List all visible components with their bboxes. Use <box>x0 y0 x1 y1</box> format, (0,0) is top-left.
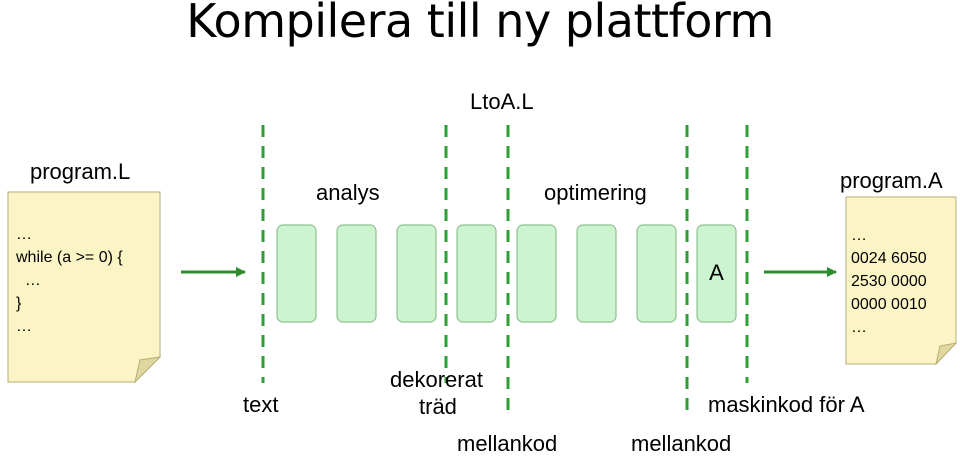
target-file-name: program.A <box>840 168 943 193</box>
pipeline-box-4 <box>456 224 497 323</box>
slide-title: Kompilera till ny plattform <box>186 0 774 48</box>
pipeline-box-6 <box>576 224 617 323</box>
last-box-label: A <box>709 260 724 285</box>
target-code-line: 0000 0010 <box>851 296 927 313</box>
source-document-fold-icon <box>134 356 162 384</box>
target-code-line: 0024 6050 <box>851 250 927 267</box>
label-decorated-tree-line1: dekorerat <box>390 367 483 392</box>
target-code-line: … <box>851 319 867 336</box>
source-code-line: while (a >= 0) { <box>16 249 123 266</box>
pipeline-box-7 <box>636 224 677 323</box>
target-document-fold-icon <box>935 342 958 366</box>
label-intermediate-2: mellankod <box>631 431 732 456</box>
label-text: text <box>243 392 279 417</box>
pipeline-box-2 <box>336 224 377 323</box>
source-code-line: … <box>16 318 32 335</box>
source-code-line: } <box>16 295 22 312</box>
pipeline-box-1 <box>276 224 317 323</box>
compiler-name: LtoA.L <box>470 89 534 114</box>
pipeline-box-3 <box>396 224 437 323</box>
target-code-line: … <box>851 227 867 244</box>
pipeline-box-5 <box>516 224 557 323</box>
pipeline-box-8 <box>696 224 737 323</box>
source-code-line: … <box>16 226 32 243</box>
label-decorated-tree-line2: träd <box>419 394 457 419</box>
phase-label-optimization: optimering <box>544 180 647 205</box>
source-file-name: program.L <box>30 159 131 184</box>
label-intermediate-1: mellankod <box>457 431 558 456</box>
phase-label-analysis: analys <box>316 180 380 205</box>
target-code-line: 2530 0000 <box>851 273 927 290</box>
source-code-line: … <box>16 272 41 289</box>
label-machine-code: maskinkod för A <box>708 392 865 417</box>
